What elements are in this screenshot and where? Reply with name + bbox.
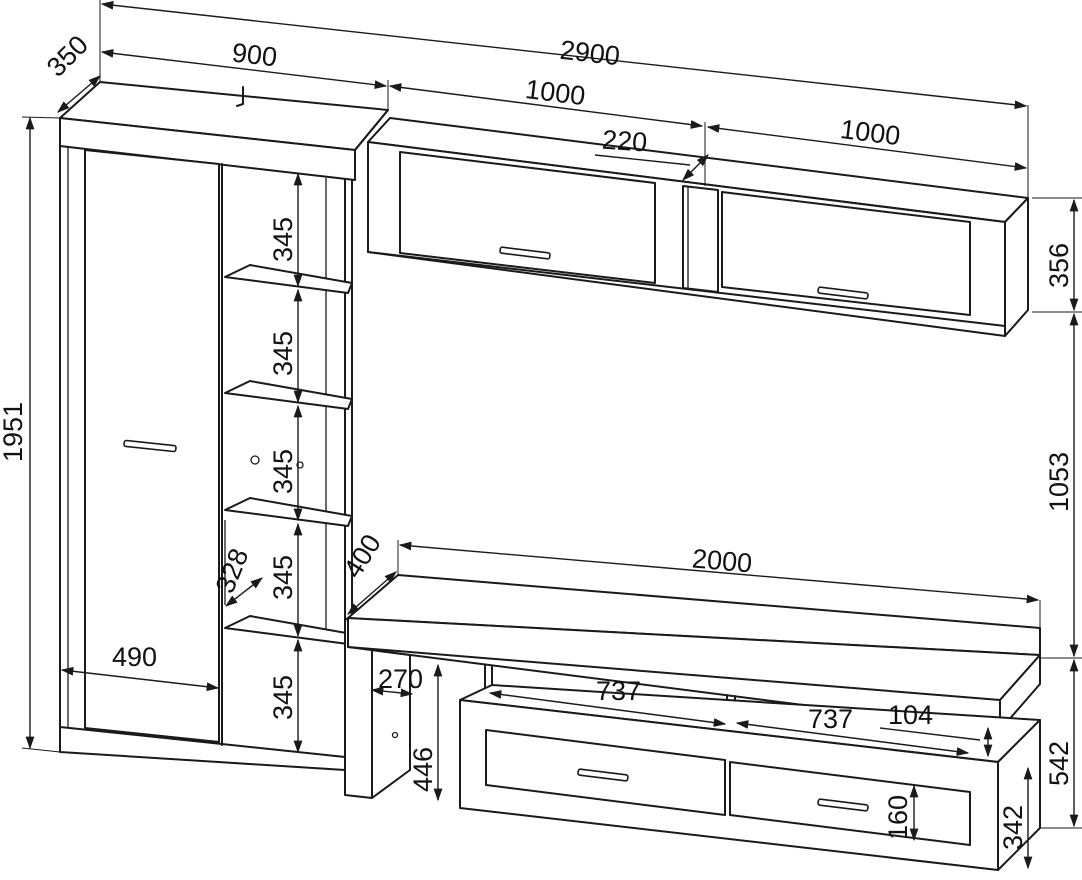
door-handle-icon — [123, 439, 177, 453]
dim-tv-leg: 104 — [888, 700, 933, 730]
lock-icon — [250, 455, 260, 465]
dimension-labels: 2900 350 900 1000 1000 220 1951 356 1053… — [0, 29, 1074, 850]
dim-shelf-3: 345 — [268, 449, 298, 494]
dim-side-height: 446 — [408, 747, 438, 792]
shelves — [224, 264, 353, 645]
dim-shelf-4: 345 — [268, 555, 298, 600]
dim-wall-left: 1000 — [524, 74, 587, 111]
dim-wall-depth: 220 — [601, 125, 648, 158]
tall-cabinet — [59, 81, 389, 771]
dim-total-width: 2900 — [558, 35, 621, 71]
dim-door-width: 490 — [112, 642, 157, 672]
dim-side-depth: 270 — [378, 664, 423, 694]
dim-niche-right: 737 — [808, 704, 853, 734]
dimension-lines — [21, 0, 1082, 870]
wall-handle-left-icon — [499, 246, 551, 260]
wall-handle-right-icon — [817, 286, 869, 300]
dim-wall-height: 356 — [1044, 243, 1074, 288]
dim-drawer-height: 160 — [883, 795, 913, 840]
wall-door-left — [399, 151, 656, 284]
dim-wall-right: 1000 — [839, 114, 902, 151]
drawer-handle-right-icon — [817, 798, 869, 812]
tv-unit — [344, 574, 1041, 871]
dim-tall-width: 900 — [230, 37, 278, 72]
dim-tv-height: 542 — [1044, 741, 1074, 786]
dim-height-total: 1951 — [0, 402, 28, 462]
dim-tv-width: 2000 — [691, 543, 753, 578]
dim-wall-gap: 1053 — [1044, 452, 1074, 512]
dim-base-height: 342 — [998, 805, 1028, 850]
dim-niche-left: 737 — [596, 676, 641, 706]
dim-shelf-1: 345 — [268, 217, 298, 262]
dim-shelf-2: 345 — [268, 331, 298, 376]
wall-door-right — [721, 191, 971, 316]
dim-shelf-5: 345 — [268, 675, 298, 720]
dim-depth-tall: 350 — [41, 29, 94, 82]
drawer-handle-left-icon — [577, 768, 629, 782]
wall-shelf — [367, 117, 1029, 337]
